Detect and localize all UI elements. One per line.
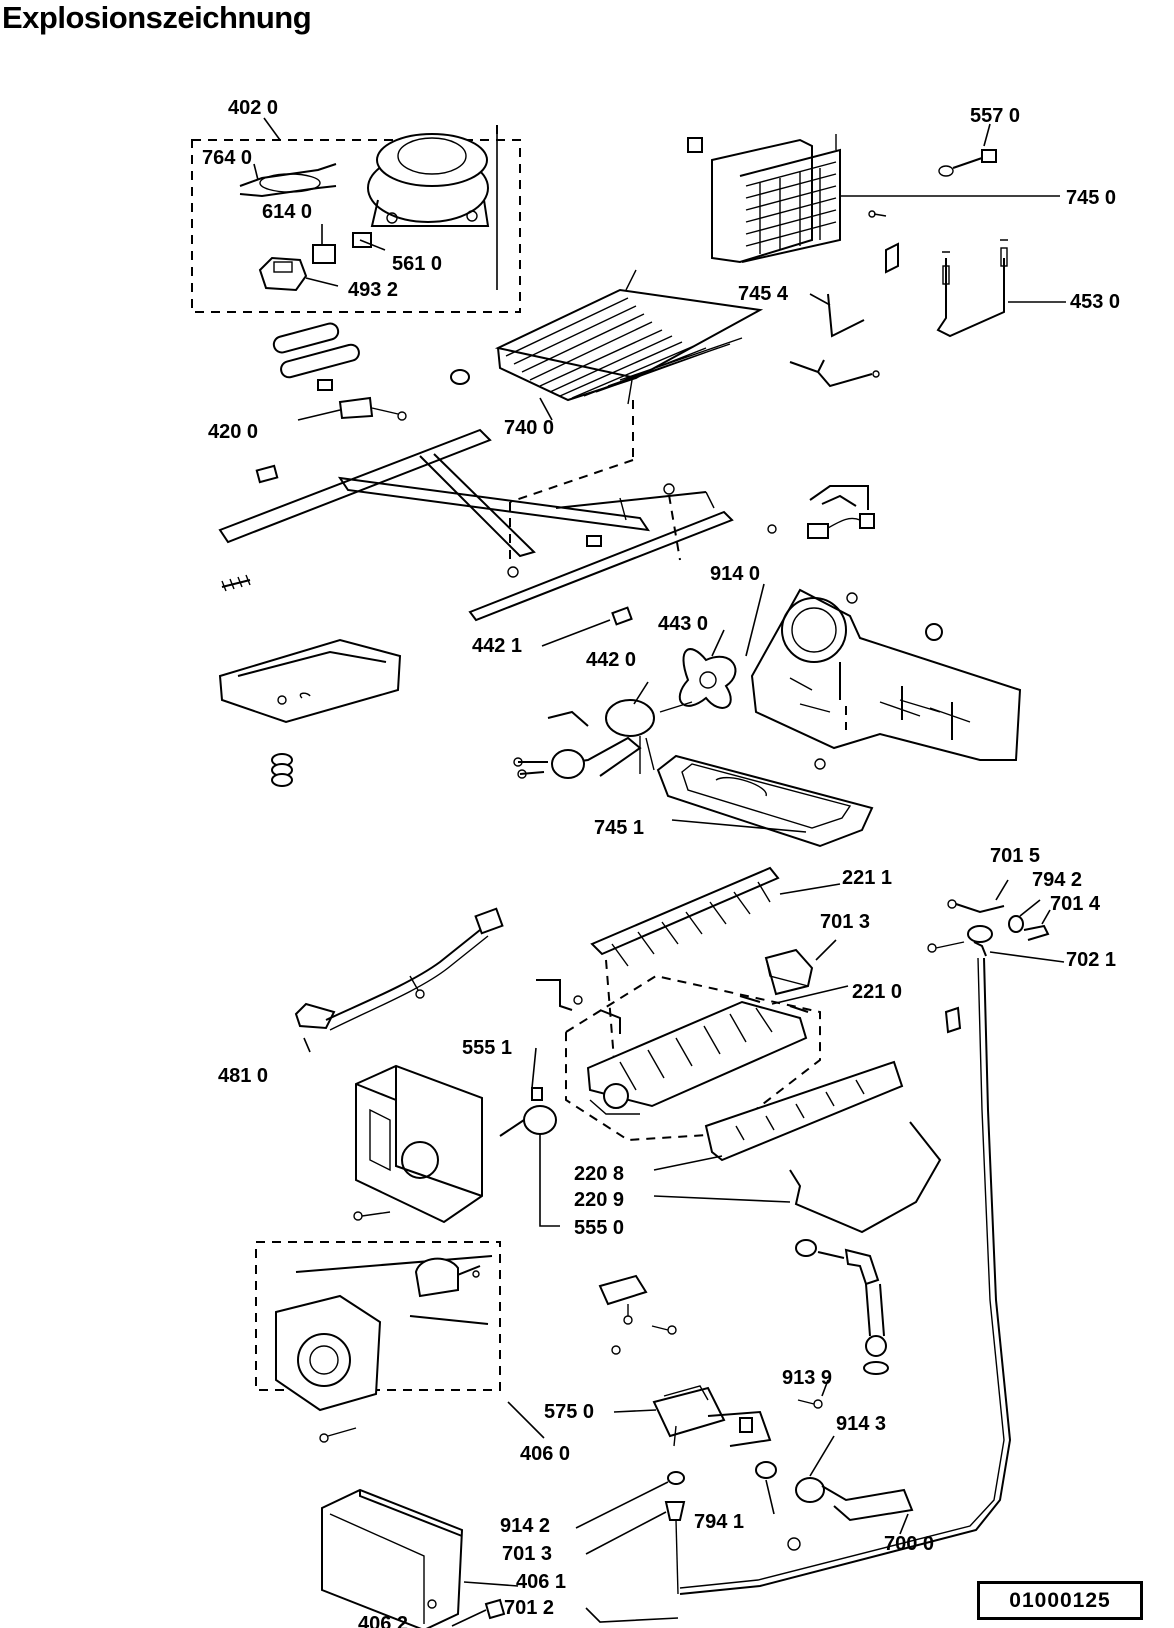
part-label: 701 2 [504, 1597, 554, 1619]
part-label: 561 0 [392, 253, 442, 275]
evaporator [687, 134, 841, 264]
fill-tube-fitting [927, 899, 1050, 957]
drip-tray [656, 754, 874, 848]
part-label: 700 0 [884, 1533, 934, 1555]
part-label: 220 8 [574, 1163, 624, 1185]
control-housing [355, 1064, 483, 1224]
ice-mold-group-box [565, 974, 821, 1142]
motor-group-box [255, 1241, 501, 1391]
page-title: Explosionszeichnung [2, 0, 312, 35]
part-label: 557 0 [970, 105, 1020, 127]
cord-grip [611, 606, 633, 626]
ferrule-part [664, 1501, 686, 1521]
spring-part [221, 579, 251, 588]
part-label: 614 0 [262, 201, 312, 223]
part-label: 443 0 [658, 613, 708, 635]
mold-shroud [704, 1060, 904, 1162]
drive-motor-module [275, 1255, 493, 1412]
cover-plate [218, 638, 402, 724]
part-label: 794 1 [694, 1511, 744, 1533]
part-label: 740 0 [504, 417, 554, 439]
part-label: 221 0 [852, 981, 902, 1003]
control-cover [321, 1488, 464, 1628]
compressor [367, 128, 498, 290]
clip-part [944, 1006, 962, 1034]
part-label: 764 0 [202, 147, 252, 169]
part-label: 442 1 [472, 635, 522, 657]
starter-relay [258, 256, 308, 292]
part-label: 406 0 [520, 1443, 570, 1465]
part-label: 575 0 [544, 1401, 594, 1423]
part-label: 701 3 [820, 911, 870, 933]
wiring-connector [807, 485, 875, 539]
part-label: 420 0 [208, 421, 258, 443]
part-label: 701 3 [502, 1543, 552, 1565]
relay-part [312, 244, 336, 264]
part-label: 406 1 [516, 1571, 566, 1593]
fan-bracket-plate [750, 588, 1022, 761]
condenser-coil [494, 269, 764, 405]
part-label: 442 0 [586, 649, 636, 671]
document-number-box: 01000125 [977, 1581, 1143, 1620]
ejector-blade [590, 866, 780, 967]
base-frame [218, 428, 777, 622]
part-label: 493 2 [348, 279, 398, 301]
inlet-pipe [795, 1239, 889, 1375]
fuse-holder [317, 379, 407, 421]
switch-bracket [598, 1274, 648, 1325]
part-label: 701 5 [990, 845, 1040, 867]
mounting-clip [536, 979, 573, 1011]
water-hose [795, 1477, 914, 1522]
washer-part [755, 1461, 777, 1479]
part-label: 701 4 [1050, 893, 1101, 915]
part-label: 453 0 [1070, 291, 1120, 313]
plug-part [484, 1598, 506, 1620]
part-label: 402 0 [228, 97, 278, 119]
mold-heater-motor [499, 1087, 557, 1137]
evaporator-bracket [827, 242, 899, 338]
fill-cup [764, 948, 814, 996]
ice-mold [586, 995, 809, 1115]
filter-dryer [239, 163, 337, 198]
insulation-tubes [272, 322, 360, 379]
grommet-foot [271, 753, 293, 787]
part-label: 913 9 [782, 1367, 832, 1389]
part-label: 221 1 [842, 867, 892, 889]
temperature-sensor [938, 149, 997, 177]
part-label: 914 3 [836, 1413, 886, 1435]
part-labels: 402 0 764 0 614 0 561 0 493 2 557 0 745 … [202, 97, 1120, 1628]
nut-part [667, 1471, 685, 1485]
drain-heater [936, 239, 1008, 338]
fan-blade [678, 648, 737, 709]
document-number: 01000125 [1009, 1588, 1111, 1612]
fan-motor [513, 699, 693, 779]
shut-off-arm [789, 1121, 942, 1234]
wire-harness [294, 907, 504, 1031]
part-label: 745 1 [594, 817, 644, 839]
part-label: 794 2 [1032, 869, 1082, 891]
part-label: 406 2 [358, 1613, 408, 1628]
part-label: 702 1 [1066, 949, 1116, 971]
compressor-group-box [191, 139, 521, 313]
part-label: 555 0 [574, 1217, 624, 1239]
part-label: 745 4 [738, 283, 789, 305]
part-label: 220 9 [574, 1189, 624, 1211]
water-valve [652, 1385, 772, 1447]
part-label: 914 2 [500, 1515, 550, 1537]
part-label: 555 1 [462, 1037, 512, 1059]
part-label: 481 0 [218, 1065, 268, 1087]
part-label: 914 0 [710, 563, 760, 585]
part-label: 745 0 [1066, 187, 1116, 209]
